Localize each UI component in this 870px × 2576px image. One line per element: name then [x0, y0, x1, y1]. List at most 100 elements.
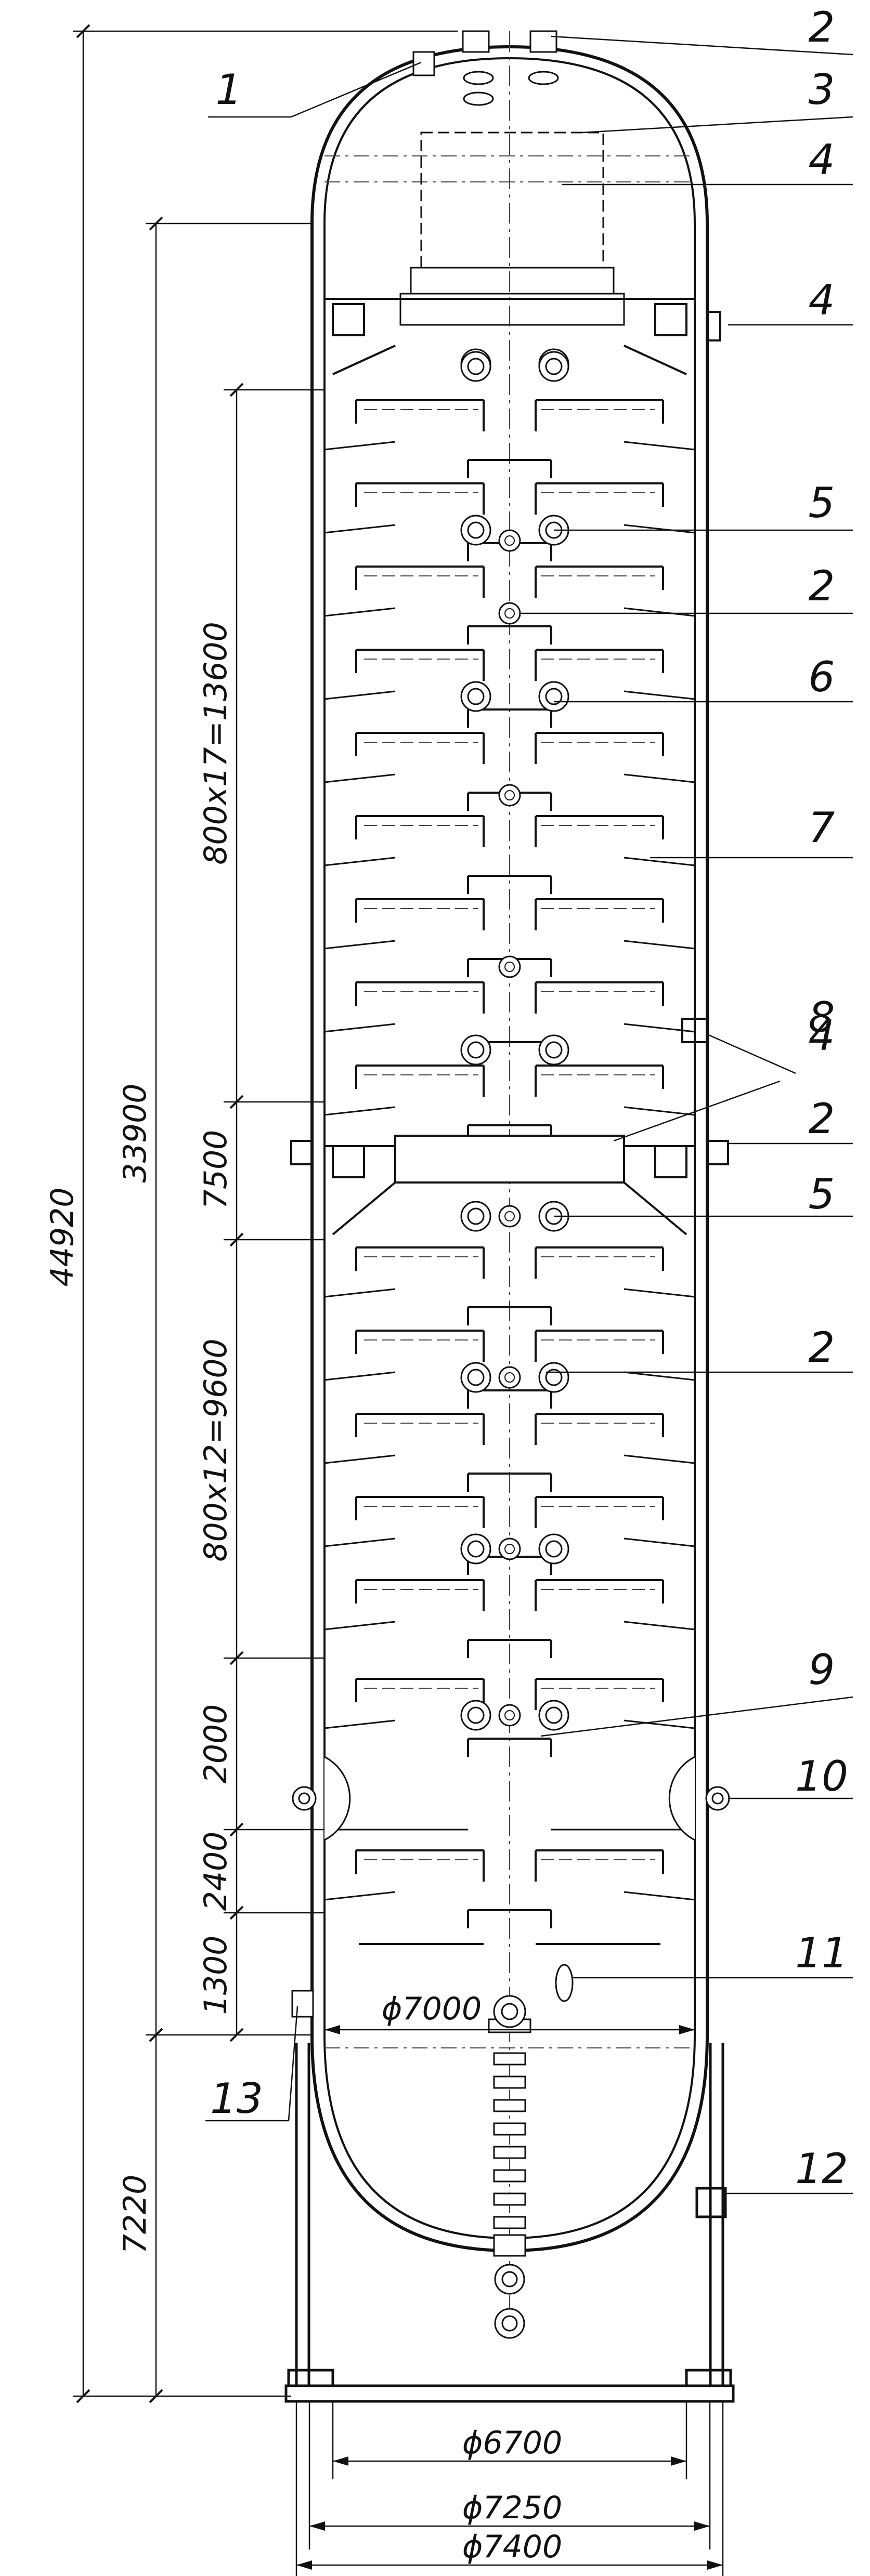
baffle-right: [624, 441, 695, 451]
callout-8-visible: 8: [809, 993, 835, 1042]
tray-sections: [324, 348, 695, 1945]
nozzle-bore: [467, 521, 485, 539]
upper-support: [324, 298, 721, 375]
dimension-tick: [229, 1905, 244, 1920]
baffle-left: [324, 1537, 396, 1547]
dim-lower-trays: 800x12=9600: [198, 1338, 234, 1561]
baffle-right: [624, 690, 695, 700]
baffle-rung: [493, 2216, 526, 2229]
callout-6: 6: [809, 653, 835, 701]
callout-10: 10: [795, 1752, 848, 1800]
nozzle-ring: [460, 1533, 491, 1565]
baffle-left: [324, 524, 396, 534]
callout-4b: 4: [809, 276, 835, 324]
dim-inner-diameter: ϕ7000: [382, 1991, 482, 2027]
bottom-baffle-stack: [493, 2052, 526, 2253]
dimension-tick: [149, 2028, 163, 2042]
small-nozzle: [498, 955, 521, 978]
small-nozzle: [498, 1366, 521, 1389]
baffle-right: [624, 940, 695, 950]
side-manholes: [292, 1756, 730, 1841]
callout-11: 11: [795, 1929, 848, 1977]
small-nozzle-bore: [504, 1710, 515, 1720]
small-nozzle: [498, 602, 521, 625]
dim-middle-section: 7500: [198, 1130, 234, 1210]
dimension-arrow: [707, 2560, 723, 2570]
baffle-left: [324, 607, 396, 617]
nozzle-bore: [467, 1207, 485, 1225]
dimension-arrow: [324, 2025, 340, 2034]
nozzle-ring: [538, 1533, 569, 1565]
callout-leaders: [205, 35, 853, 2194]
callout-2b: 2: [809, 562, 835, 610]
middle-support: [290, 1018, 729, 1236]
small-nozzle-bore: [504, 1544, 515, 1554]
baffle-left: [324, 1621, 396, 1631]
callout-1: 1: [216, 65, 242, 114]
baffle-right: [624, 1537, 695, 1547]
dimension-tick: [149, 216, 163, 231]
baffle-rung: [493, 2099, 526, 2112]
dim-skirt-height: 7220: [117, 2175, 153, 2254]
small-nozzle-bore: [504, 962, 515, 972]
nozzle-ring: [538, 1034, 569, 1066]
callout-2c: 2: [809, 1095, 835, 1143]
small-nozzle: [498, 1537, 521, 1560]
dimension-arrow: [679, 2025, 695, 2034]
dimension-arrow: [296, 2560, 312, 2570]
baffle-rung: [493, 2075, 526, 2089]
baffle-left: [324, 1371, 396, 1381]
dimension-tick: [229, 1232, 244, 1247]
callout-labels: 1 2 3 4 4 5 2 6 7 4 8 2 5 2 9 10 11 12 1…: [210, 3, 848, 2193]
dim-bottom-1: 2000: [198, 1704, 234, 1784]
dimension-arrow: [694, 2521, 710, 2531]
baffle-left: [324, 1106, 396, 1116]
baffle-rung: [493, 2169, 526, 2183]
callout-7: 7: [809, 804, 835, 852]
dimension-tick: [229, 1651, 244, 1665]
baffle-left: [324, 1023, 396, 1033]
dimension-tick: [76, 2389, 90, 2403]
baffle-rung: [493, 2052, 526, 2066]
dim-shell-height: 33900: [117, 1084, 153, 1183]
baffle-right: [624, 773, 695, 783]
dimension-arrow: [309, 2521, 325, 2531]
baffle-right: [624, 607, 695, 617]
callout-12: 12: [795, 2145, 848, 2193]
baffle-right: [624, 1621, 695, 1631]
callout-2d: 2: [809, 1323, 835, 1372]
nozzle-ring: [460, 1362, 491, 1393]
nozzle-ring: [460, 1034, 491, 1066]
small-nozzle: [498, 529, 521, 552]
support-skirt: [284, 2043, 735, 2403]
nozzle-ring: [538, 1362, 569, 1393]
dim-upper-trays: 800x17=13600: [198, 622, 234, 865]
baffle-left: [324, 857, 396, 866]
nozzle-ring: [460, 515, 491, 546]
dimension-tick: [229, 1095, 244, 1109]
nozzle-bore: [545, 1706, 563, 1724]
dimension-tick: [149, 2389, 163, 2403]
dimension-arrow: [333, 2456, 348, 2466]
nozzle-ring: [460, 1700, 491, 1731]
dim-overall-height: 44920: [44, 1188, 81, 1287]
nozzle-bore: [467, 1041, 485, 1059]
baffle-left: [324, 940, 396, 950]
small-nozzle-bore: [504, 535, 515, 546]
callout-3: 3: [809, 65, 835, 114]
small-nozzle: [498, 1704, 521, 1727]
nozzle-bore: [545, 1369, 563, 1386]
dimension-arrows: [76, 24, 723, 2570]
small-nozzle: [498, 784, 521, 807]
small-nozzle: [498, 1205, 521, 1228]
baffle-right: [624, 857, 695, 866]
column-shell: [310, 45, 709, 2253]
baffle-rung: [493, 2146, 526, 2159]
dim-skirt-d1: ϕ6700: [462, 2425, 562, 2461]
callout-5b: 5: [809, 1170, 835, 1218]
nozzle-bore: [545, 1540, 563, 1558]
callout-4a: 4: [809, 136, 835, 184]
dimension-lines: [73, 30, 724, 2576]
nozzle-ring: [460, 681, 491, 712]
